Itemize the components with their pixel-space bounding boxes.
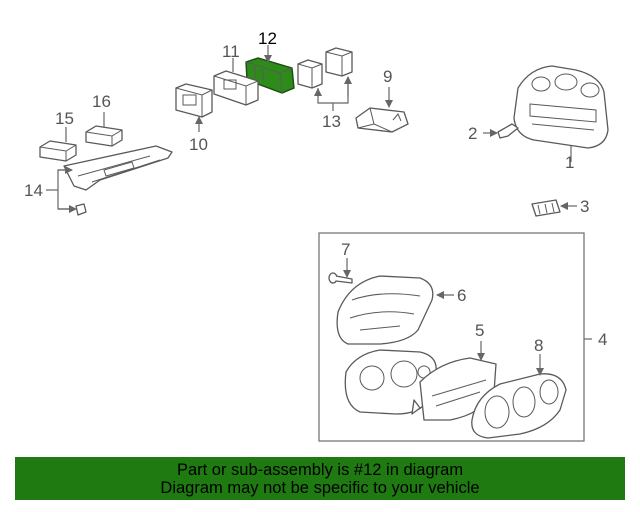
part-5-cluster-housing[interactable] [344, 349, 497, 421]
banner-line-2: Diagram may not be specific to your vehi… [160, 478, 480, 497]
part-8-cluster-lens[interactable] [471, 373, 567, 439]
part-14-clip[interactable] [75, 203, 87, 216]
callout-1: 1 [565, 153, 574, 172]
part-2-clip[interactable] [497, 123, 519, 139]
part-1-center-bezel[interactable] [513, 65, 609, 149]
callout-5: 5 [475, 321, 484, 340]
callout-11: 11 [222, 42, 240, 61]
banner-line-1: Part or sub-assembly is #12 in diagram [176, 460, 464, 479]
part-13-switch-right[interactable] [325, 47, 353, 77]
part-10-switch[interactable] [175, 83, 213, 118]
callout-8: 8 [534, 336, 543, 355]
part-9-switch-panel[interactable] [355, 107, 409, 133]
part-16-switch[interactable] [85, 125, 123, 147]
callout-10: 10 [189, 135, 208, 154]
part-14-lower-panel[interactable] [63, 145, 173, 191]
callout-4: 4 [598, 330, 607, 349]
callout-3: 3 [580, 197, 589, 216]
part-15-switch[interactable] [39, 140, 77, 162]
callout-7: 7 [341, 240, 350, 259]
callout-16: 16 [92, 92, 111, 111]
callout-6: 6 [457, 286, 466, 305]
part-3-vent[interactable] [531, 199, 561, 217]
callout-12: 12 [258, 29, 277, 48]
callout-13: 13 [322, 112, 341, 131]
callout-15: 15 [55, 109, 74, 128]
part-6-cluster-hood[interactable] [336, 275, 434, 345]
part-11-switch[interactable] [213, 70, 259, 106]
callout-14: 14 [24, 181, 43, 200]
cluster-assembly-box [318, 232, 585, 442]
callout-2: 2 [468, 124, 477, 143]
callout-9: 9 [383, 67, 392, 86]
highlight-info-banner: Part or sub-assembly is #12 in diagram D… [15, 457, 625, 500]
part-13-switch-left[interactable] [297, 59, 323, 89]
part-7-screw[interactable] [328, 272, 353, 284]
